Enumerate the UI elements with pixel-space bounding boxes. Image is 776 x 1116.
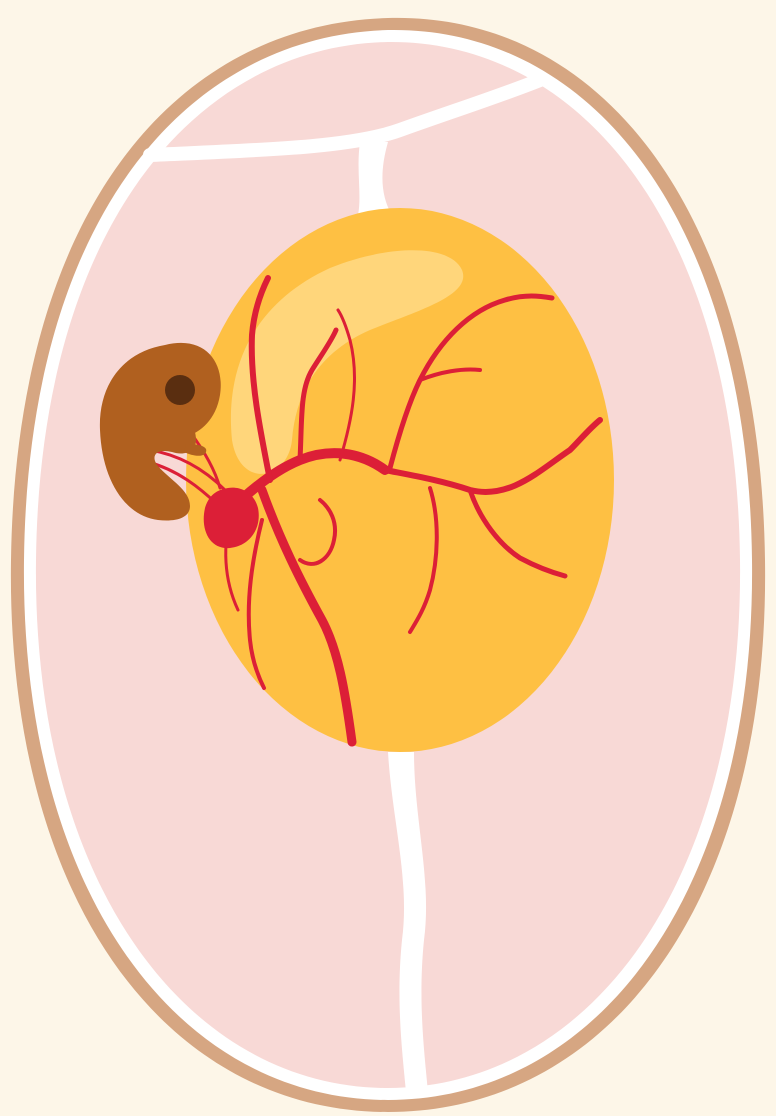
embryo-eye	[165, 375, 195, 405]
